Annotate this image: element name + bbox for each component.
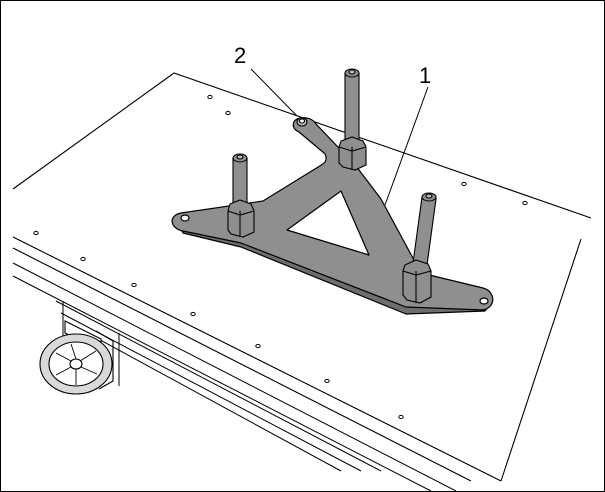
table-rails: [12, 262, 457, 491]
callout-label-2: 2: [234, 43, 246, 68]
table-top: [12, 72, 592, 482]
leader-2: [250, 68, 298, 117]
post-right: [402, 192, 437, 304]
caster-wheel: [39, 320, 114, 395]
callout-leaders: [250, 68, 429, 206]
table-holes: [33, 94, 528, 420]
callout-label-1: 1: [419, 63, 431, 88]
post-left: [227, 153, 255, 238]
post-middle: [338, 68, 367, 171]
small-screw: [296, 117, 308, 127]
support-plate: [171, 117, 494, 315]
leader-1: [384, 86, 429, 206]
